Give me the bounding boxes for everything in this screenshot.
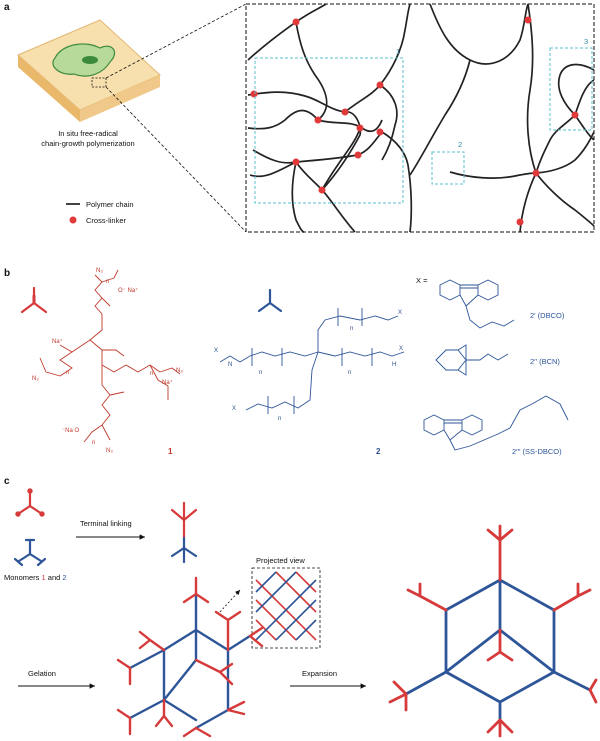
terminal-linking-label: Terminal linking	[80, 519, 132, 528]
polymer-network	[247, 3, 595, 233]
monomers-prefix: Monomers	[4, 573, 42, 582]
m2-x-bottom: X	[232, 406, 236, 412]
monomer-1-label: 1	[168, 447, 173, 456]
variant-dbco-label: 2′ (DBCO)	[530, 311, 565, 320]
m1-n-left: n	[66, 370, 69, 376]
projected-view-box	[251, 567, 321, 649]
m1-azide-bottom: N₃	[106, 448, 113, 454]
m1-n-right: n	[150, 371, 153, 377]
projected-view-label: Projected view	[256, 556, 305, 565]
monomers-caption: Monomers 1 and 2	[4, 573, 67, 582]
red-monomer-icon	[20, 286, 48, 314]
m1-azide-top: N₃	[96, 268, 103, 274]
zoom-box	[91, 77, 107, 88]
m2-nh-left: N	[228, 362, 232, 368]
variant-bcn-label: 2′′ (BCN)	[530, 357, 560, 366]
m2-n-top: n	[350, 326, 353, 332]
cell-nucleus-icon	[82, 56, 98, 64]
legend-crosslinker-label: Cross-linker	[86, 216, 127, 225]
monomers-and: and	[46, 573, 63, 582]
panel-b-label: b	[4, 268, 10, 279]
crosslinker-dots	[250, 16, 579, 226]
m2-x-top: X	[398, 310, 402, 316]
linked-dimer	[170, 501, 198, 564]
m2-n-bottom: n	[278, 416, 281, 422]
region-label-2: 2	[458, 140, 462, 149]
legend-chain-label: Polymer chain	[86, 200, 134, 209]
m1-n-bottom: n	[92, 440, 95, 446]
x-equals-label: X =	[416, 276, 428, 285]
zoom-line-top	[105, 3, 247, 79]
region-boxes	[254, 47, 593, 204]
variant-ss-dbco-label: 2′′′ (SS-DBCO)	[512, 447, 562, 456]
m1-sodium-left: Na⁺	[52, 338, 63, 345]
blue-monomer-icon	[257, 288, 283, 313]
ss-dbco-structure	[423, 395, 569, 451]
polymerization-caption-1: In situ free-radical	[58, 129, 118, 138]
bcn-structure	[435, 344, 509, 376]
m1-azide-right: N₃	[176, 368, 183, 374]
gel-network-expanded	[388, 524, 598, 738]
polymerization-caption-2: chain-growth polymerization	[41, 139, 134, 148]
gel-network-small	[116, 576, 264, 738]
m2-x-right: X	[399, 346, 403, 352]
zoom-line-bottom	[105, 86, 247, 233]
monomers-2-num: 2	[62, 573, 66, 582]
gelation-label: Gelation	[28, 669, 56, 678]
m2-n-left: n	[259, 370, 262, 376]
panel-a-label: a	[4, 2, 10, 13]
monomer-2-structure	[219, 308, 405, 414]
region-label-1: 1	[396, 47, 400, 56]
m1-carboxylate-top: O⁻ Na⁺	[118, 287, 138, 294]
monomers-1-num: 1	[42, 573, 46, 582]
monomer-2-label: 2	[376, 447, 381, 456]
m2-n-right: n	[348, 370, 351, 376]
expansion-label: Expansion	[302, 669, 337, 678]
m1-sodium-right: Na⁺	[162, 379, 173, 386]
monomer-1-icon	[15, 488, 45, 517]
region-label-3: 3	[584, 37, 588, 46]
m1-n-top: n	[106, 279, 109, 285]
network-zoom-box	[245, 3, 595, 233]
projected-view-lattice	[255, 571, 317, 641]
hydrogel-slab	[17, 19, 161, 122]
monomer-2-icon	[13, 538, 47, 567]
projected-view-arrow	[219, 589, 241, 613]
monomer-1-structure	[39, 269, 181, 443]
m1-carboxylate-bottom: ⁻Na O	[62, 428, 80, 434]
dbco-structure	[439, 279, 515, 329]
legend-crosslinker-swatch	[69, 216, 77, 224]
m2-x-left: X	[214, 348, 218, 354]
m2-h-right: H	[392, 362, 396, 368]
m1-azide-left: N₃	[32, 376, 39, 382]
panel-c-label: c	[4, 476, 10, 487]
